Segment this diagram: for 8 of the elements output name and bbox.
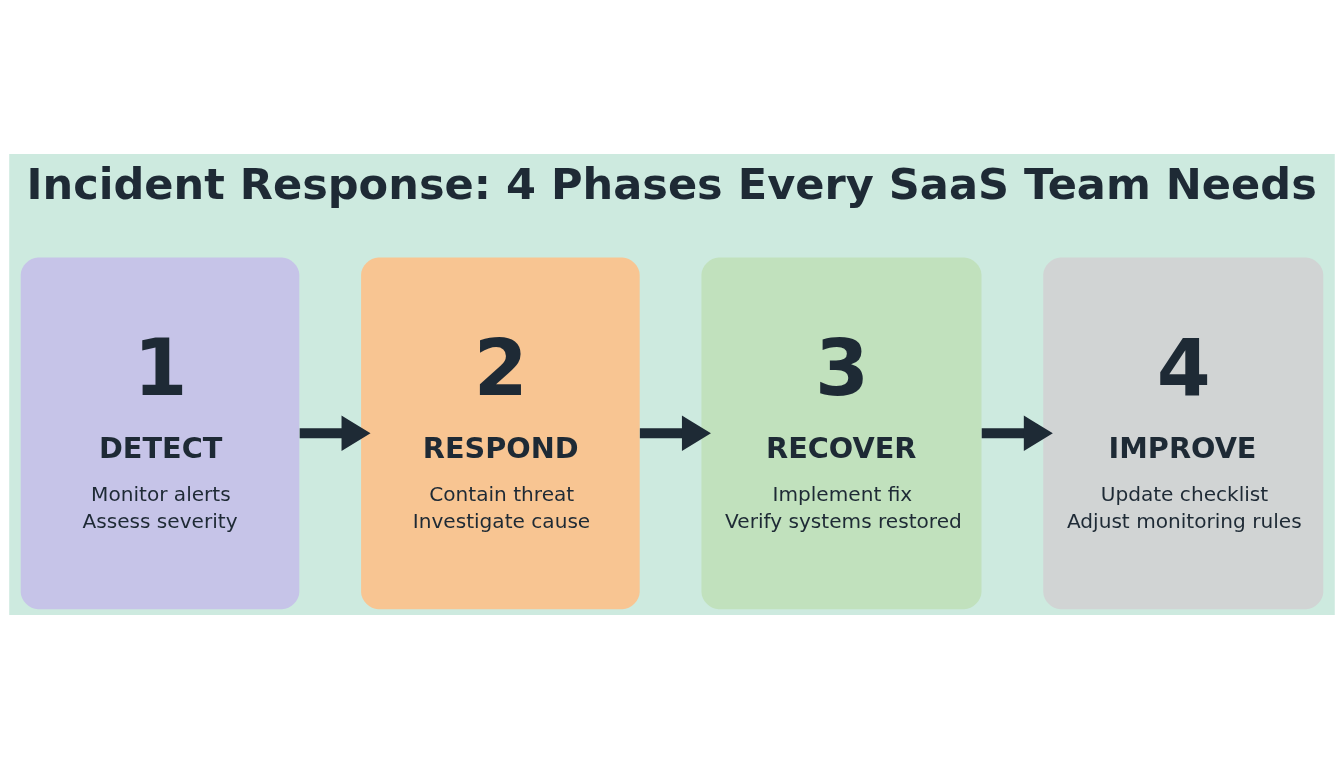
arrow [639, 415, 711, 451]
node-box: 4 IMPROVE Update checklist Adjust monitoring rules [1043, 256, 1324, 609]
node-box: 2 RESPOND Contain threat Investigate cause [361, 256, 640, 609]
arrow [981, 415, 1053, 451]
diagram-title: Incident Response: 4 Phases Every SaaS Team Needs [26, 158, 1317, 209]
node-box: 1 DETECT Monitor alerts Assess severity [20, 256, 300, 609]
node-box: 3 RECOVER Implement fix Verify systems restored [701, 256, 982, 609]
arrow [299, 415, 371, 451]
